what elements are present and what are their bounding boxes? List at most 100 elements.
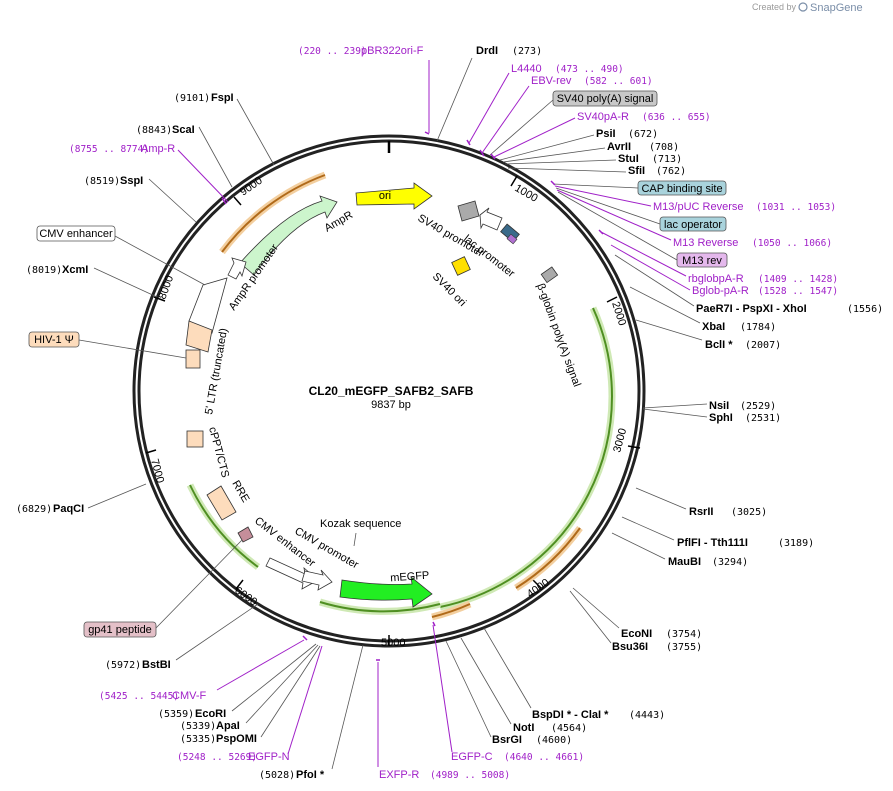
orf-arc-right <box>439 307 613 608</box>
orf-arc-orange-right-halo <box>514 525 583 591</box>
primer-egfpn-name: EGFP-N <box>248 751 290 763</box>
primer-cmvf-name: CMV-F <box>172 690 207 702</box>
enzyme-paqci-pos: (6829) <box>16 504 52 515</box>
rre-label: RRE <box>229 479 251 505</box>
tick-1000: 1000 <box>513 182 540 205</box>
gp41-peptide-box <box>83 621 157 638</box>
m13-rev-label: M13 rev <box>682 255 722 267</box>
enzyme-bsrgi-pos: (4600) <box>536 735 572 746</box>
enzyme-stui-name: StuI <box>618 153 639 165</box>
enzyme-pspomi-name: PspOMI <box>216 733 257 745</box>
snapgene-logo-icon <box>798 2 808 12</box>
ltr-feature <box>185 320 213 353</box>
enzyme-noti-pos: (4564) <box>551 723 587 734</box>
primer-rbglob-range: (1409 .. 1428) <box>758 274 838 285</box>
kozak-label: Kozak sequence <box>320 518 401 530</box>
primer-egfpn-range: (5248 .. 5269) <box>177 752 257 763</box>
enzyme-bsu36i-pos: (3755) <box>666 642 702 653</box>
enzyme-avrii-name: AvrII <box>607 141 631 153</box>
enzyme-pspomi-pos: (5335) <box>180 734 216 745</box>
primer-rbglob-name: rbglobpA-R <box>688 273 744 285</box>
ori-feature <box>355 182 433 210</box>
enzyme-sfii-pos: (762) <box>656 166 686 177</box>
enzyme-xcmi-name: XcmI <box>62 264 88 276</box>
cmv-promoter-feature <box>301 569 333 591</box>
enzyme-pflfi-pos: (3189) <box>778 538 814 549</box>
megfp-feature <box>339 576 433 608</box>
enzyme-rsrii-pos: (3025) <box>731 507 767 518</box>
tick-5000: 5000 <box>381 637 405 649</box>
megfp-label: mEGFP <box>390 570 430 585</box>
enzyme-maubi-name: MauBI <box>668 556 701 568</box>
m13rev-feature <box>506 233 518 245</box>
orf-arc-bottom <box>319 601 441 613</box>
enzyme-fspi-pos: (9101) <box>174 93 210 104</box>
enzyme-nsii-name: NsiI <box>709 400 729 412</box>
orf-arc-orange-right <box>515 527 581 589</box>
cmv-enhancer-box <box>36 225 116 242</box>
sv40-polya-box <box>552 90 658 107</box>
enzyme-paer7i-name: PaeR7I - PspXI - XhoI <box>696 303 807 315</box>
enzyme-scai-pos: (8843) <box>136 125 172 136</box>
cmv-enhancer-box-label: CMV enhancer <box>39 228 113 240</box>
primer-ebv-range: (582 .. 601) <box>584 76 653 87</box>
primer-bglob-range: (1528 .. 1547) <box>758 286 838 297</box>
enzyme-xcmi-pos: (8019) <box>26 265 62 276</box>
enzyme-scai-name: ScaI <box>172 124 195 136</box>
gp41-peptide-label: gp41 peptide <box>88 624 152 636</box>
enzyme-pfoi-pos: (5028) <box>259 770 295 781</box>
hiv-psi-feature <box>185 349 201 369</box>
enzyme-drdi-name: DrdI <box>476 45 498 57</box>
enzyme-sphi-pos: (2531) <box>745 413 781 424</box>
enzyme-stui-pos: (713) <box>652 154 682 165</box>
gp41-feature <box>237 526 254 543</box>
enzyme-psii-name: PsiI <box>596 128 616 140</box>
enzyme-maubi-pos: (3294) <box>712 557 748 568</box>
enzyme-sfii-name: SfiI <box>628 165 645 177</box>
cap-binding-label: CAP binding site <box>641 183 722 195</box>
tick-9000: 9000 <box>238 175 265 199</box>
credit-brand: SnapGene <box>810 2 863 14</box>
sv40-ori-label: SV40 ori <box>430 271 468 309</box>
orf-arc-right-halo <box>439 306 616 611</box>
enzyme-noti-name: NotI <box>513 722 534 734</box>
sv40-polya-label: SV40 poly(A) signal <box>557 93 654 105</box>
hiv-psi-box <box>28 331 80 348</box>
enzyme-econi-pos: (3754) <box>666 629 702 640</box>
enzyme-pflfi-name: PflFI - Tth111I <box>677 537 748 549</box>
sv40-ori-feature <box>451 256 471 276</box>
primer-cmvf-range: (5425 .. 5445) <box>99 691 179 702</box>
enzyme-paqci-name: PaqCI <box>53 503 84 515</box>
enzyme-ecori-name: EcoRI <box>195 708 226 720</box>
primer-ampr-range: (8755 .. 8774) <box>69 144 149 155</box>
ampr-promoter-feature <box>227 257 247 280</box>
enzyme-sspi-pos: (8519) <box>84 176 120 187</box>
enzyme-xbai-name: XbaI <box>702 321 725 333</box>
orf-arc-orange-top <box>221 174 326 253</box>
bglobin-label: β-globin poly(A) signal <box>534 282 583 389</box>
enzyme-pfoi-name: PfoI * <box>296 769 325 781</box>
lac-operator-label: lac operator <box>664 219 722 231</box>
primer-pbr322-name: pBR322ori-F <box>361 45 424 57</box>
plasmid-name: CL20_mEGFP_SAFB2_SAFB <box>309 384 474 398</box>
primer-m13rev-name: M13 Reverse <box>673 237 738 249</box>
hiv-psi-label: HIV-1 Ψ <box>34 334 74 346</box>
primer-l4440-range: (473 .. 490) <box>555 64 624 75</box>
enzyme-ecori-pos: (5359) <box>158 709 194 720</box>
primer-bglob-name: Bglob-pA-R <box>692 285 749 297</box>
sv40-promoter-feature <box>457 200 480 222</box>
lac-promoter-feature <box>479 207 503 231</box>
orf-arc-orange-bottom <box>431 603 471 618</box>
enzyme-fspi-name: FspI <box>211 92 234 104</box>
enzyme-apai-pos: (5339) <box>180 721 216 732</box>
enzyme-econi-name: EcoNI <box>621 628 652 640</box>
enzyme-bstbi-name: BstBI <box>142 659 171 671</box>
enzyme-sspi-name: SspI <box>120 175 143 187</box>
primer-sv40pa-name: SV40pA-R <box>577 111 629 123</box>
enzyme-xbai-pos: (1784) <box>740 322 776 333</box>
enzyme-drdi-pos: (273) <box>512 46 542 57</box>
primer-l4440-name: L4440 <box>511 63 542 75</box>
enzyme-bsu36i-name: Bsu36I <box>612 641 648 653</box>
enzyme-bcli-pos: (2007) <box>745 340 781 351</box>
